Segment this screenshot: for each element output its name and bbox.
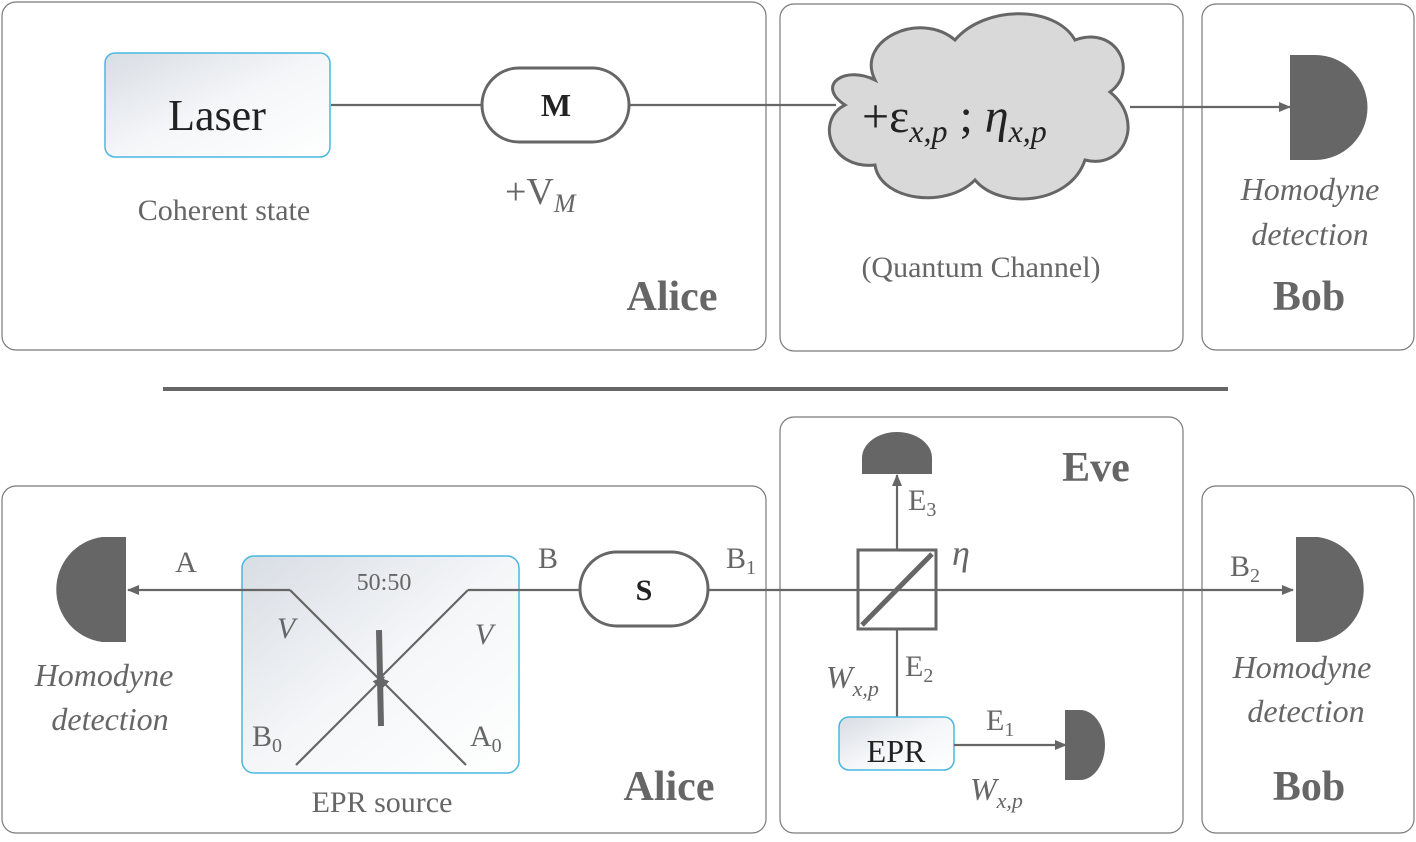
mode-a-label: A	[175, 546, 197, 579]
squeezer-label: S	[636, 574, 653, 607]
laser-label: Laser	[168, 91, 266, 140]
mode-b-label: B	[538, 542, 558, 575]
bob-detection-top-line2: detection	[1251, 216, 1368, 252]
alice-title-top: Alice	[627, 274, 718, 320]
eve-epr-box	[838, 716, 955, 771]
mode-e2-label: E2	[905, 650, 933, 687]
mode-b2-label: B2	[1230, 550, 1260, 587]
b-diagonal	[377, 589, 469, 681]
a-diagonal	[289, 589, 381, 681]
alice-title-bottom: Alice	[624, 764, 715, 810]
epr-source-caption: EPR source	[312, 786, 453, 819]
variance-left: V	[277, 612, 299, 645]
bob-detector-bottom	[1296, 537, 1364, 642]
eve-epr-label: EPR	[867, 733, 926, 769]
bob-detection-top-line1: Homodyne	[1240, 171, 1380, 207]
cloud-formula: +εx,p ; ηx,p	[862, 90, 1047, 149]
mode-a0-label: A0	[470, 720, 502, 757]
modulator-label: M	[541, 87, 571, 123]
alice-detection-line1: Homodyne	[34, 657, 174, 693]
e3-detector	[862, 432, 932, 474]
quantum-channel-cloud	[827, 12, 1130, 201]
mode-b1-label: B1	[726, 542, 756, 579]
bob-title-bottom: Bob	[1273, 764, 1345, 810]
variance-right: V	[475, 618, 497, 651]
mode-e1-label: E1	[986, 704, 1014, 741]
e1-detector	[1065, 710, 1105, 780]
bob-detection-bottom-line2: detection	[1247, 693, 1364, 729]
modulator-noise: +VM	[505, 171, 577, 218]
bob-detector-top	[1290, 55, 1368, 160]
bob-title-top: Bob	[1273, 274, 1345, 320]
b0-input	[295, 676, 385, 766]
mode-b0-label: B0	[252, 720, 282, 757]
laser-caption: Coherent state	[138, 194, 310, 227]
laser-box	[104, 52, 331, 158]
mode-e3-label: E3	[908, 484, 936, 521]
modulator	[480, 66, 631, 144]
bob-detection-bottom-line1: Homodyne	[1232, 649, 1372, 685]
bs-eta-label: η	[952, 533, 970, 573]
a0-input	[377, 676, 467, 766]
eve-title: Eve	[1062, 445, 1130, 491]
w-label-right: Wx,p	[970, 771, 1023, 813]
epr-beamsplitter	[376, 629, 384, 727]
bs-ratio-label: 50:50	[357, 570, 412, 596]
alice-detector	[56, 537, 126, 642]
w-label-left: Wx,p	[826, 659, 879, 701]
channel-caption: (Quantum Channel)	[861, 251, 1100, 284]
alice-detection-line2: detection	[51, 701, 168, 737]
